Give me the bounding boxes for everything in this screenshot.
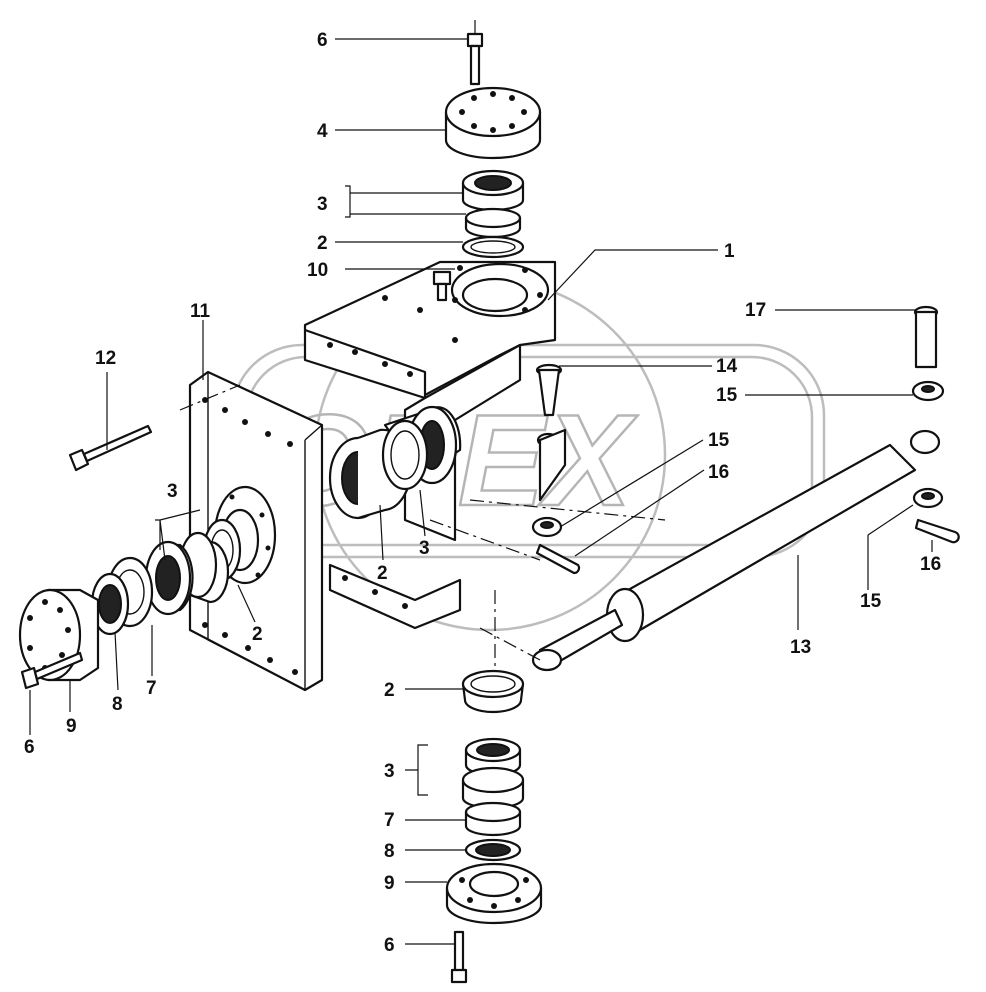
hydraulic-cylinder (531, 429, 941, 672)
callout-13: 13 (790, 637, 811, 658)
callout-7-bot: 7 (384, 810, 395, 831)
callout-2-top: 2 (317, 233, 328, 254)
callout-labels: 6 4 3 2 10 1 11 12 17 14 15 15 16 3 2 3 … (24, 30, 941, 956)
bearing-top-lower (464, 207, 522, 239)
cap-plate-bottom (445, 862, 543, 925)
callout-8-bot: 8 (384, 841, 395, 862)
bolt-left (20, 651, 84, 690)
callout-3-bot: 3 (384, 761, 395, 782)
callout-16-b: 16 (920, 554, 941, 575)
callout-6-top: 6 (317, 30, 328, 51)
callout-9-bot: 9 (384, 873, 395, 894)
seal-top (461, 277, 529, 313)
callout-2-bot: 2 (384, 680, 395, 701)
callout-3-top: 3 (317, 194, 328, 215)
callout-11: 11 (190, 301, 211, 322)
callout-10: 10 (307, 260, 328, 281)
housing-bottom-flange (328, 563, 462, 630)
cotter-16-mid (535, 543, 581, 575)
bolt-top-head (466, 32, 484, 48)
bolt-bottom (450, 930, 468, 984)
bearing-top-upper (461, 169, 525, 212)
callout-7-left: 7 (146, 678, 157, 699)
rod-eye (531, 648, 563, 672)
callout-8-left: 8 (112, 694, 123, 715)
cotter-16-right (914, 518, 960, 544)
callout-15-a: 15 (716, 385, 738, 406)
callout-1: 1 (724, 241, 735, 262)
callout-12: 12 (95, 348, 116, 369)
callout-14: 14 (716, 356, 738, 377)
washer-15-bottom (912, 487, 944, 509)
callout-2-mid: 2 (377, 563, 388, 584)
callout-6-bot: 6 (384, 935, 395, 956)
pin-14 (535, 363, 563, 417)
bearing-left-outer (144, 540, 194, 616)
center-lines (179, 20, 666, 670)
callout-2-left: 2 (252, 624, 263, 645)
bolt-housing (432, 270, 452, 302)
ring-top (461, 235, 525, 259)
leader-lines (29, 38, 933, 945)
bolt-top (466, 32, 484, 86)
steering-arm (538, 428, 567, 502)
callout-16-a: 16 (708, 462, 729, 483)
cap-plate-top-face (444, 86, 542, 138)
spacer-bottom (464, 801, 522, 837)
callout-15-b: 15 (708, 430, 730, 451)
callout-6-left: 6 (24, 737, 35, 758)
seal-bottom (464, 838, 522, 862)
pin-17 (913, 305, 939, 369)
callout-3-left: 3 (167, 481, 178, 502)
callout-3-mid: 3 (419, 538, 430, 559)
washer-15-top (911, 380, 945, 402)
cap-plate-left (18, 588, 100, 682)
callout-9-left: 9 (66, 716, 77, 737)
cylinder-eye (909, 429, 941, 455)
callout-15-c: 15 (860, 591, 882, 612)
bearing-mid-inner (381, 419, 429, 491)
cap-plate-top (444, 86, 542, 160)
callout-17: 17 (745, 300, 766, 321)
bolt-long (68, 424, 153, 472)
bolt-top-shank (469, 44, 481, 86)
callout-4: 4 (317, 121, 328, 142)
washer-15-mid (531, 516, 563, 538)
ring-bottom (461, 669, 525, 714)
